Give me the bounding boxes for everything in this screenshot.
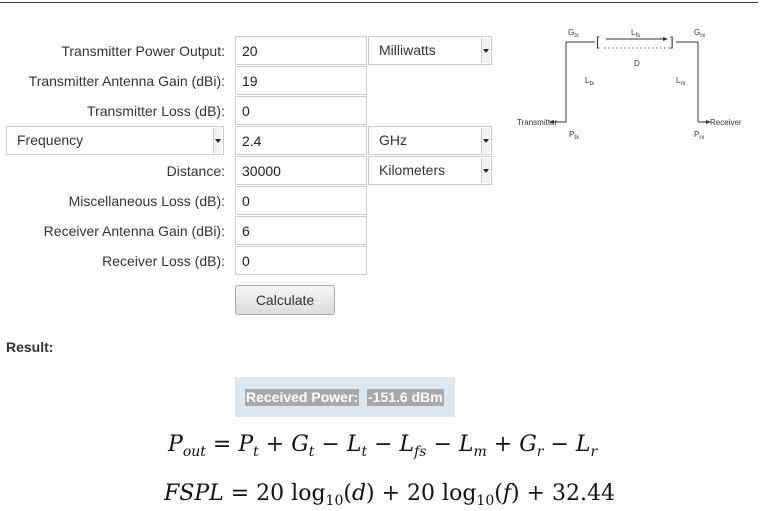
chevron-down-icon bbox=[213, 128, 222, 153]
frequency-unit-select[interactable]: GHz bbox=[368, 126, 492, 155]
received-power-value: -151.6 dBm bbox=[367, 389, 444, 406]
tx-power-label: Transmitter Power Output: bbox=[61, 43, 225, 59]
g-tx-label: Gtx bbox=[568, 28, 579, 39]
arrow-right-icon bbox=[706, 120, 711, 124]
frequency-input[interactable] bbox=[235, 126, 367, 155]
result-label: Result: bbox=[6, 339, 54, 355]
result-box: Received Power: -151.6 dBm bbox=[235, 377, 455, 417]
p-rx-label: Prx bbox=[694, 130, 704, 141]
top-divider bbox=[0, 2, 758, 3]
l-rx-label: Lrx bbox=[676, 76, 685, 87]
misc-loss-input[interactable] bbox=[235, 186, 367, 215]
l-tx-label: Ltx bbox=[585, 76, 594, 87]
chevron-down-icon bbox=[481, 128, 490, 153]
g-rx-label: Grx bbox=[694, 28, 705, 39]
tx-gain-input[interactable] bbox=[235, 66, 367, 95]
tx-loss-input[interactable] bbox=[235, 96, 367, 125]
l-fs-label: Lfs bbox=[631, 28, 640, 39]
frequency-mode-value: Frequency bbox=[17, 132, 84, 148]
tx-antenna-bracket: [ bbox=[596, 34, 600, 49]
link-budget-formula: Pout = Pt + Gt − Lt − Lfs − Lm + Gr − Lr bbox=[168, 432, 598, 460]
tx-power-unit-select[interactable]: Milliwatts bbox=[368, 36, 492, 65]
rx-loss-input[interactable] bbox=[235, 246, 367, 275]
chevron-down-icon bbox=[481, 38, 490, 63]
tx-power-unit-value: Milliwatts bbox=[379, 42, 436, 58]
rx-gain-label: Receiver Antenna Gain (dBi): bbox=[43, 223, 225, 239]
distance-unit-select[interactable]: Kilometers bbox=[368, 156, 492, 185]
transmitter-label: Transmitter bbox=[517, 118, 557, 127]
rx-antenna-bracket: ] bbox=[670, 34, 674, 49]
arrow-right-icon bbox=[663, 37, 668, 41]
distance-unit-value: Kilometers bbox=[379, 162, 446, 178]
tx-power-input[interactable] bbox=[235, 36, 367, 65]
tx-gain-label: Transmitter Antenna Gain (dBi): bbox=[28, 73, 225, 89]
fspl-formula: FSPL = 20 log10(d) + 20 log10(f) + 32.44 bbox=[164, 481, 615, 509]
distance-label: Distance: bbox=[166, 163, 225, 179]
received-power-label: Received Power: bbox=[245, 389, 360, 406]
frequency-unit-value: GHz bbox=[379, 132, 407, 148]
d-label: D bbox=[634, 59, 640, 68]
misc-loss-label: Miscellaneous Loss (dB): bbox=[68, 193, 225, 209]
frequency-mode-select[interactable]: Frequency bbox=[6, 126, 224, 155]
chevron-down-icon bbox=[481, 158, 490, 183]
p-tx-label: Ptx bbox=[569, 130, 579, 141]
arrow-left-icon bbox=[549, 120, 554, 124]
rx-loss-label: Receiver Loss (dB): bbox=[102, 253, 225, 269]
distance-input[interactable] bbox=[235, 156, 367, 185]
link-budget-diagram: [ ] Gtx Lfs Grx D Ltx Lrx Transmitter Re… bbox=[517, 28, 742, 141]
calculate-button[interactable]: Calculate bbox=[235, 285, 335, 315]
receiver-label: Receiver bbox=[710, 118, 742, 127]
tx-loss-label: Transmitter Loss (dB): bbox=[87, 103, 225, 119]
rx-gain-input[interactable] bbox=[235, 216, 367, 245]
